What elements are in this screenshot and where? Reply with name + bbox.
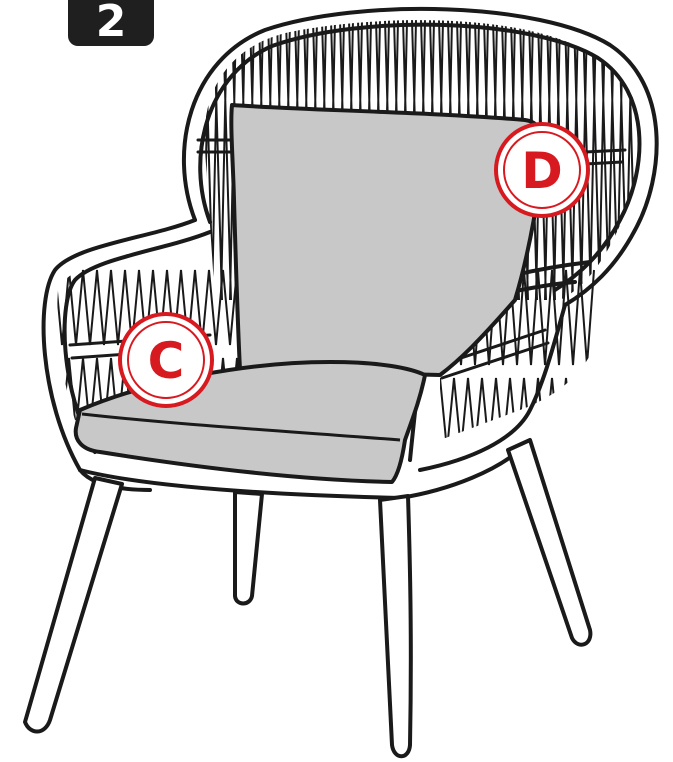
callout-d-letter: D xyxy=(521,142,563,200)
back-cushion xyxy=(231,105,543,375)
callout-c: C xyxy=(120,314,212,406)
callout-c-letter: C xyxy=(148,332,185,390)
callout-d: D xyxy=(496,124,588,216)
chair-legs xyxy=(25,440,590,756)
